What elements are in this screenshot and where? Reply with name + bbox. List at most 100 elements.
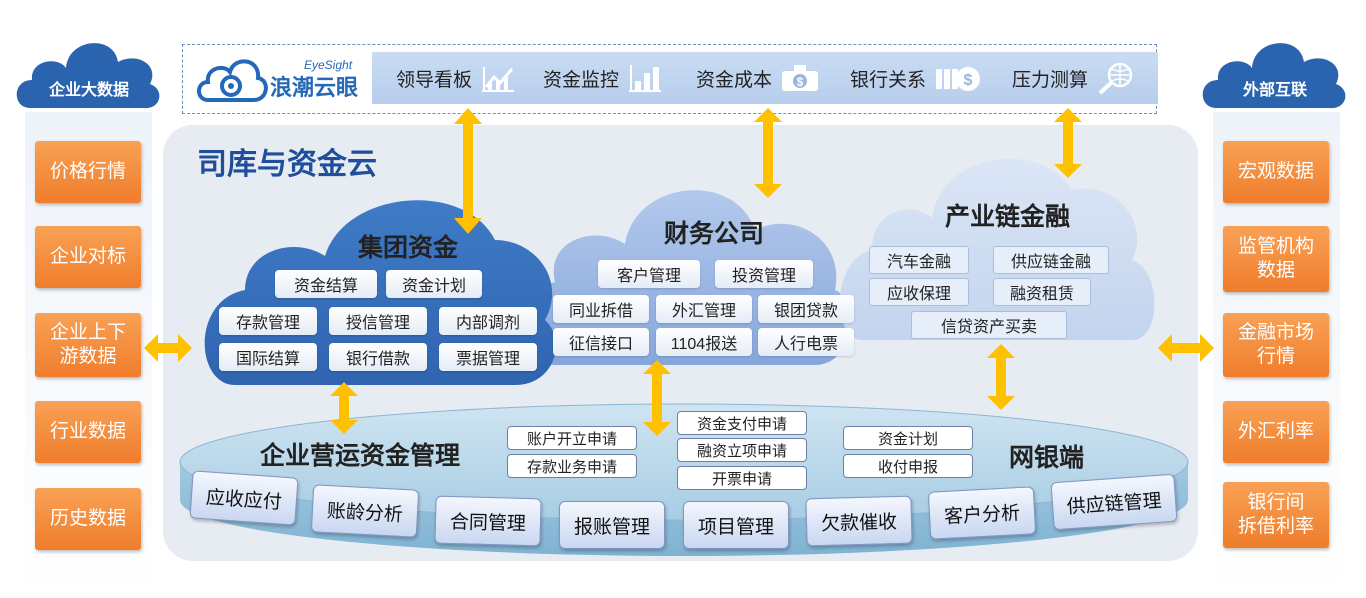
arrow-right-panel xyxy=(1158,334,1214,362)
disk-pill-label: 账户开立申请 xyxy=(526,430,617,448)
finance-item[interactable]: 外汇管理 xyxy=(656,295,752,323)
disk-tab-label: 报账管理 xyxy=(573,516,650,538)
chain-item[interactable]: 汽车金融 xyxy=(869,246,969,274)
arrow-header-finance xyxy=(754,108,782,198)
disk-pill[interactable]: 开票申请 xyxy=(677,466,807,490)
chain-item[interactable]: 融资租赁 xyxy=(993,278,1091,306)
chain-item[interactable]: 应收保理 xyxy=(869,278,969,306)
nav-monitor[interactable]: 资金监控 xyxy=(543,52,663,104)
disk-pill[interactable]: 资金计划 xyxy=(843,426,973,450)
logo-text: 浪潮云眼 xyxy=(270,75,359,100)
disk-pill[interactable]: 收付申报 xyxy=(843,454,973,478)
disk-pill-label: 收付申报 xyxy=(877,458,938,476)
group-item[interactable]: 银行借款 xyxy=(329,343,427,371)
disk-tab-label: 项目管理 xyxy=(697,516,774,538)
disk-pill-label: 存款业务申请 xyxy=(526,458,617,476)
finance-item[interactable]: 投资管理 xyxy=(715,260,813,288)
left-item-label: 历史数据 xyxy=(49,508,126,529)
arrow-left-panel xyxy=(144,334,192,362)
logo-subtext: EyeSight xyxy=(304,58,353,72)
nav-bank[interactable]: 银行关系 $ xyxy=(850,52,982,104)
finance-item-label: 投资管理 xyxy=(731,268,796,285)
disk-pill-label: 资金支付申请 xyxy=(696,415,787,433)
right-item-interbank[interactable]: 银行间 拆借利率 xyxy=(1223,482,1329,548)
right-item-market[interactable]: 金融市场 行情 xyxy=(1223,313,1329,377)
group-item[interactable]: 票据管理 xyxy=(439,343,537,371)
chain-item-label: 融资租赁 xyxy=(1009,286,1074,303)
arrow-finance-disk xyxy=(643,360,671,436)
disk-pill[interactable]: 账户开立申请 xyxy=(507,426,637,450)
group-item-label: 国际结算 xyxy=(235,351,300,368)
finance-item[interactable]: 人行电票 xyxy=(758,328,854,356)
left-item-industry[interactable]: 行业数据 xyxy=(35,401,141,463)
nav-cost[interactable]: 资金成本 $ xyxy=(696,52,820,104)
group-item[interactable]: 授信管理 xyxy=(329,307,427,335)
finance-item-label: 征信接口 xyxy=(568,336,633,353)
nav-label: 领导看板 xyxy=(396,69,473,91)
nav-label: 银行关系 xyxy=(850,69,927,91)
nav-stress[interactable]: 压力测算 xyxy=(1012,52,1136,104)
right-item-label: 银行间 拆借利率 xyxy=(1237,492,1314,537)
group-cloud-title: 集团资金 xyxy=(358,234,459,262)
finance-item[interactable]: 同业拆借 xyxy=(553,295,649,323)
coins-icon: $ xyxy=(936,67,981,91)
arrow-header-chain xyxy=(1054,108,1082,178)
left-item-label: 价格行情 xyxy=(49,161,126,182)
svg-text:$: $ xyxy=(797,75,804,89)
group-item-label: 内部调剂 xyxy=(455,315,520,332)
arrow-header-group xyxy=(454,108,482,234)
right-item-macro[interactable]: 宏观数据 xyxy=(1223,141,1329,203)
right-item-label: 金融市场 行情 xyxy=(1237,322,1314,367)
finance-item-label: 同业拆借 xyxy=(568,303,633,320)
group-item-label: 票据管理 xyxy=(455,351,520,368)
left-item-label: 企业对标 xyxy=(49,246,126,267)
disk-pill-label: 资金计划 xyxy=(877,430,938,448)
disk-tab[interactable]: 报账管理 xyxy=(559,501,665,549)
group-item[interactable]: 内部调剂 xyxy=(439,307,537,335)
finance-item-label: 外汇管理 xyxy=(671,303,736,320)
right-item-label: 宏观数据 xyxy=(1237,161,1314,182)
chain-item[interactable]: 供应链金融 xyxy=(993,246,1109,274)
left-item-upstream[interactable]: 企业上下 游数据 xyxy=(35,313,141,377)
main-title: 司库与资金云 xyxy=(197,148,377,181)
disk-pill[interactable]: 融资立项申请 xyxy=(677,438,807,462)
finance-item[interactable]: 征信接口 xyxy=(553,328,649,356)
chain-item-label: 汽车金融 xyxy=(886,254,951,271)
left-item-history[interactable]: 历史数据 xyxy=(35,488,141,550)
disk-tab[interactable]: 项目管理 xyxy=(683,501,789,549)
group-item[interactable]: 国际结算 xyxy=(219,343,317,371)
disk-pill[interactable]: 资金支付申请 xyxy=(677,411,807,435)
finance-item[interactable]: 客户管理 xyxy=(598,260,700,288)
finance-item[interactable]: 1104报送 xyxy=(656,328,752,356)
finance-item[interactable]: 银团贷款 xyxy=(758,295,854,323)
disk-left-title: 企业营运资金管理 xyxy=(260,442,461,470)
arrow-group-disk xyxy=(330,382,358,434)
group-item[interactable]: 存款管理 xyxy=(219,307,317,335)
bar-chart-icon xyxy=(629,65,662,92)
left-item-label: 行业数据 xyxy=(49,421,126,442)
disk-right-title: 网银端 xyxy=(1009,444,1085,472)
group-item[interactable]: 资金结算 xyxy=(275,270,377,298)
right-item-fx[interactable]: 外汇利率 xyxy=(1223,401,1329,463)
disk-pill-label: 开票申请 xyxy=(711,470,772,488)
disk-pill[interactable]: 存款业务申请 xyxy=(507,454,637,478)
left-item-label: 企业上下 游数据 xyxy=(49,322,126,367)
group-item-label: 资金计划 xyxy=(401,278,466,295)
chain-item-label: 应收保理 xyxy=(886,286,951,303)
group-cloud-shape xyxy=(204,200,556,385)
nav-dashboard[interactable]: 领导看板 xyxy=(396,52,516,104)
group-item-label: 存款管理 xyxy=(235,315,300,332)
right-panel-title: 外部互联 xyxy=(1242,82,1307,99)
chain-item[interactable]: 信贷资产买卖 xyxy=(911,311,1067,339)
right-cloud-icon xyxy=(1202,43,1346,109)
group-item[interactable]: 资金计划 xyxy=(386,270,482,298)
money-bag-icon: $ xyxy=(782,65,819,91)
group-item-label: 资金结算 xyxy=(293,278,358,295)
finance-item-label: 客户管理 xyxy=(616,268,681,285)
right-item-label: 外汇利率 xyxy=(1237,421,1314,442)
left-item-benchmark[interactable]: 企业对标 xyxy=(35,226,141,288)
disk-pill-label: 融资立项申请 xyxy=(696,442,787,460)
right-item-regulator[interactable]: 监管机构 数据 xyxy=(1223,226,1329,292)
group-item-label: 授信管理 xyxy=(345,315,410,332)
left-item-price[interactable]: 价格行情 xyxy=(35,141,141,203)
